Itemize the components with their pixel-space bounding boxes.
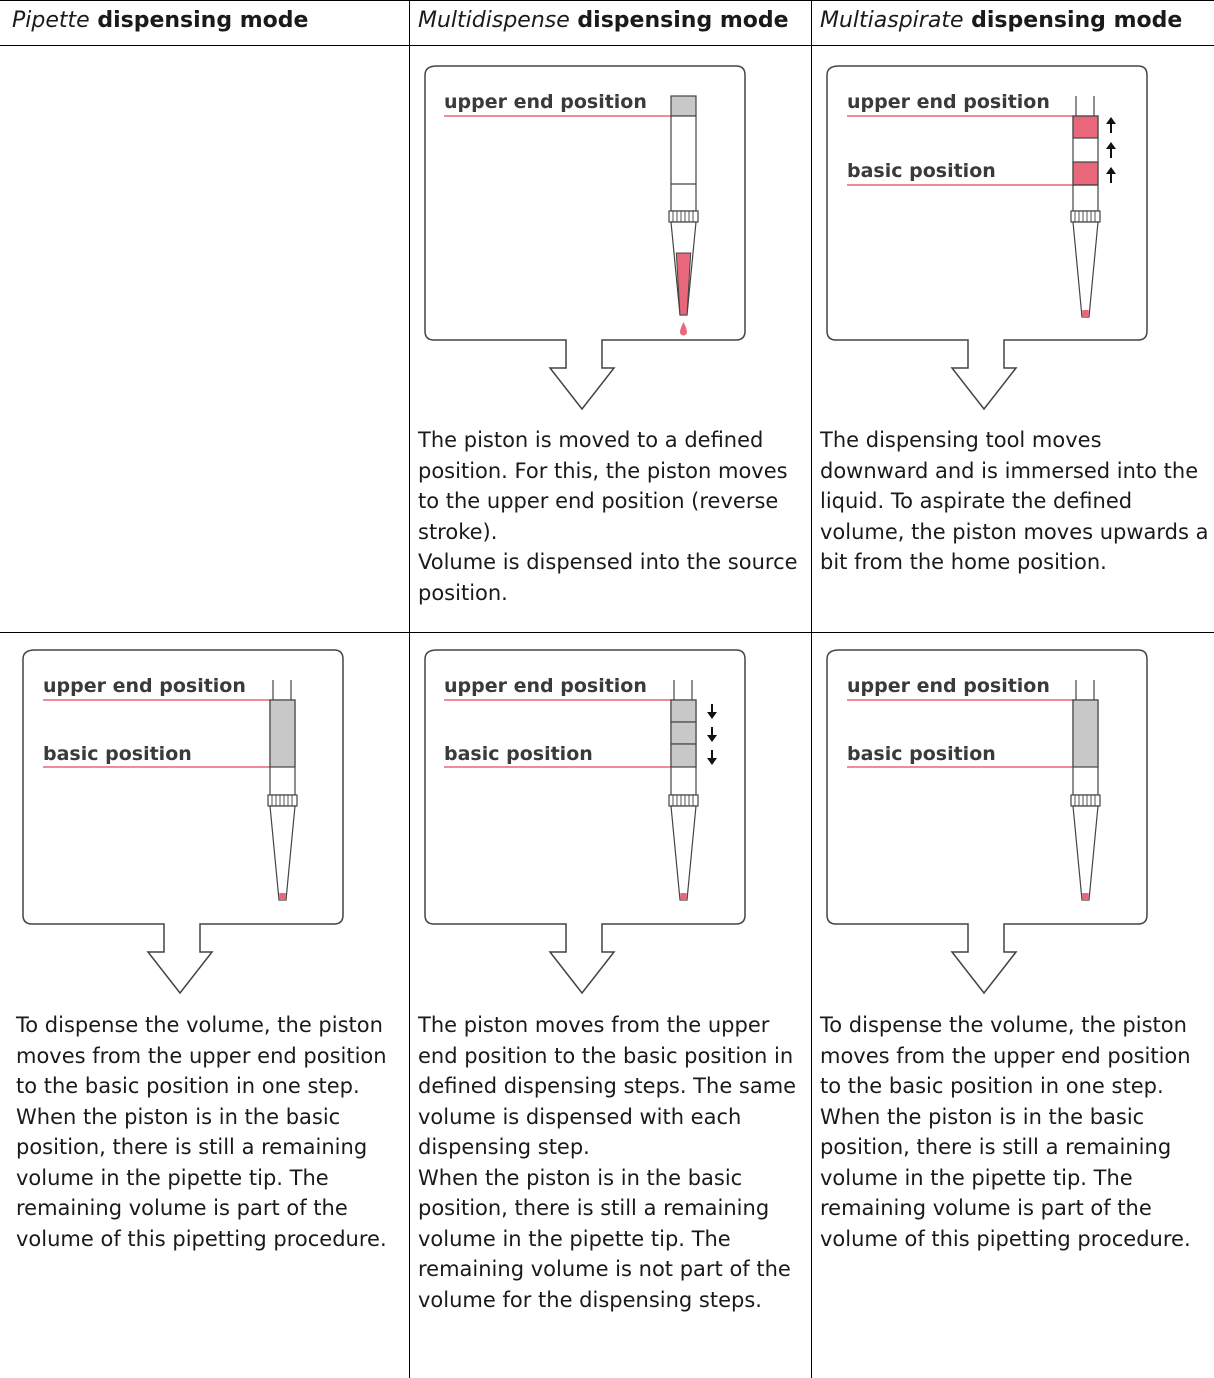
table-top-border	[0, 0, 1214, 1]
tip-residual-liquid	[680, 893, 687, 900]
multidispense-dispense-diagram: upper end position basic position	[424, 649, 746, 995]
label-upper-end-position: upper end position	[43, 675, 246, 697]
arrow-down-icon	[707, 704, 717, 719]
header-multiaspirate: Multiaspirate dispensing mode	[820, 8, 1182, 33]
pipette-dispense-diagram: upper end position basic position	[22, 649, 344, 995]
multiaspirate-aspiration-diagram: upper end position basic position	[826, 65, 1148, 411]
description-paragraph: To dispense the volume, the piston moves…	[820, 1013, 1191, 1098]
pipette-barrel	[670, 115, 697, 212]
label-upper-end-position: upper end position	[847, 91, 1050, 113]
tip-residual-liquid	[1082, 310, 1089, 317]
description-paragraph: When the piston is in the basic position…	[418, 1165, 791, 1312]
tip-residual-liquid	[279, 893, 286, 900]
header-pipette: Pipette dispensing mode	[12, 8, 308, 33]
piston-step	[670, 743, 697, 768]
piston-step	[670, 699, 697, 723]
piston	[269, 699, 296, 768]
multiaspirate-dispense-diagram: upper end position basic position	[826, 649, 1148, 995]
collar-ribs	[672, 795, 694, 806]
label-upper-end-position: upper end position	[847, 675, 1050, 697]
pipette-tip	[269, 805, 296, 901]
header-multidispense: Multidispense dispensing mode	[418, 8, 789, 33]
label-basic-position: basic position	[847, 743, 996, 765]
arrow-up-icon	[1106, 117, 1116, 133]
label-basic-position: basic position	[444, 743, 593, 765]
header-mode-name: Pipette	[12, 8, 90, 33]
description-paragraph: The piston moves from the upper end posi…	[418, 1013, 797, 1159]
description-paragraph: The piston is moved to a defined positio…	[418, 428, 788, 544]
header-mode-name: Multidispense	[418, 8, 570, 33]
multidispense-reverse-stroke-diagram: upper end position	[424, 65, 746, 411]
header-suffix: dispensing mode	[963, 8, 1183, 33]
column-divider-2	[811, 0, 812, 1378]
description-paragraph: When the piston is in the basic position…	[16, 1104, 387, 1251]
arrow-down-icon	[707, 727, 717, 742]
callout-frame	[22, 649, 344, 995]
arrow-up-icon	[1106, 167, 1116, 183]
description-multidispense-step2: The piston moves from the upper end posi…	[418, 1010, 803, 1315]
description-multidispense-step1: The piston is moved to a defined positio…	[418, 425, 803, 608]
drop	[680, 322, 687, 336]
piston-step	[670, 721, 697, 745]
aspirated-volume	[1072, 115, 1099, 139]
header-divider	[0, 45, 1214, 46]
description-paragraph: The dispensing tool moves downward and i…	[820, 428, 1209, 574]
label-upper-end-position: upper end position	[444, 675, 647, 697]
piston	[1072, 699, 1099, 768]
callout-frame	[826, 65, 1148, 411]
header-suffix: dispensing mode	[89, 8, 309, 33]
pipette-tip	[670, 805, 697, 901]
pipette-tip	[1072, 221, 1099, 318]
label-basic-position: basic position	[847, 160, 996, 182]
description-paragraph: When the piston is in the basic position…	[820, 1104, 1191, 1251]
description-multiaspirate-step2: To dispense the volume, the piston moves…	[820, 1010, 1210, 1254]
label-upper-end-position: upper end position	[444, 91, 647, 113]
collar-ribs	[672, 211, 694, 222]
collar-ribs	[1074, 211, 1096, 222]
header-suffix: dispensing mode	[569, 8, 789, 33]
callout-frame	[826, 649, 1148, 995]
header-mode-name: Multiaspirate	[820, 8, 964, 33]
row-divider	[0, 632, 1214, 633]
label-basic-position: basic position	[43, 743, 192, 765]
callout-frame	[424, 65, 746, 411]
arrow-down-icon	[707, 750, 717, 765]
tip-residual-liquid	[1082, 893, 1089, 900]
collar-ribs	[271, 795, 293, 806]
collar-ribs	[1074, 795, 1096, 806]
arrow-up-icon	[1106, 142, 1116, 158]
description-pipette-step2: To dispense the volume, the piston moves…	[16, 1010, 401, 1254]
description-paragraph: Volume is dispensed into the source posi…	[418, 550, 798, 605]
description-paragraph: To dispense the volume, the piston moves…	[16, 1013, 387, 1098]
description-multiaspirate-step1: The dispensing tool moves downward and i…	[820, 425, 1210, 578]
callout-frame	[424, 649, 746, 995]
tip-liquid	[675, 252, 692, 316]
pipette-tip	[1072, 805, 1099, 901]
column-divider-1	[409, 0, 410, 1378]
